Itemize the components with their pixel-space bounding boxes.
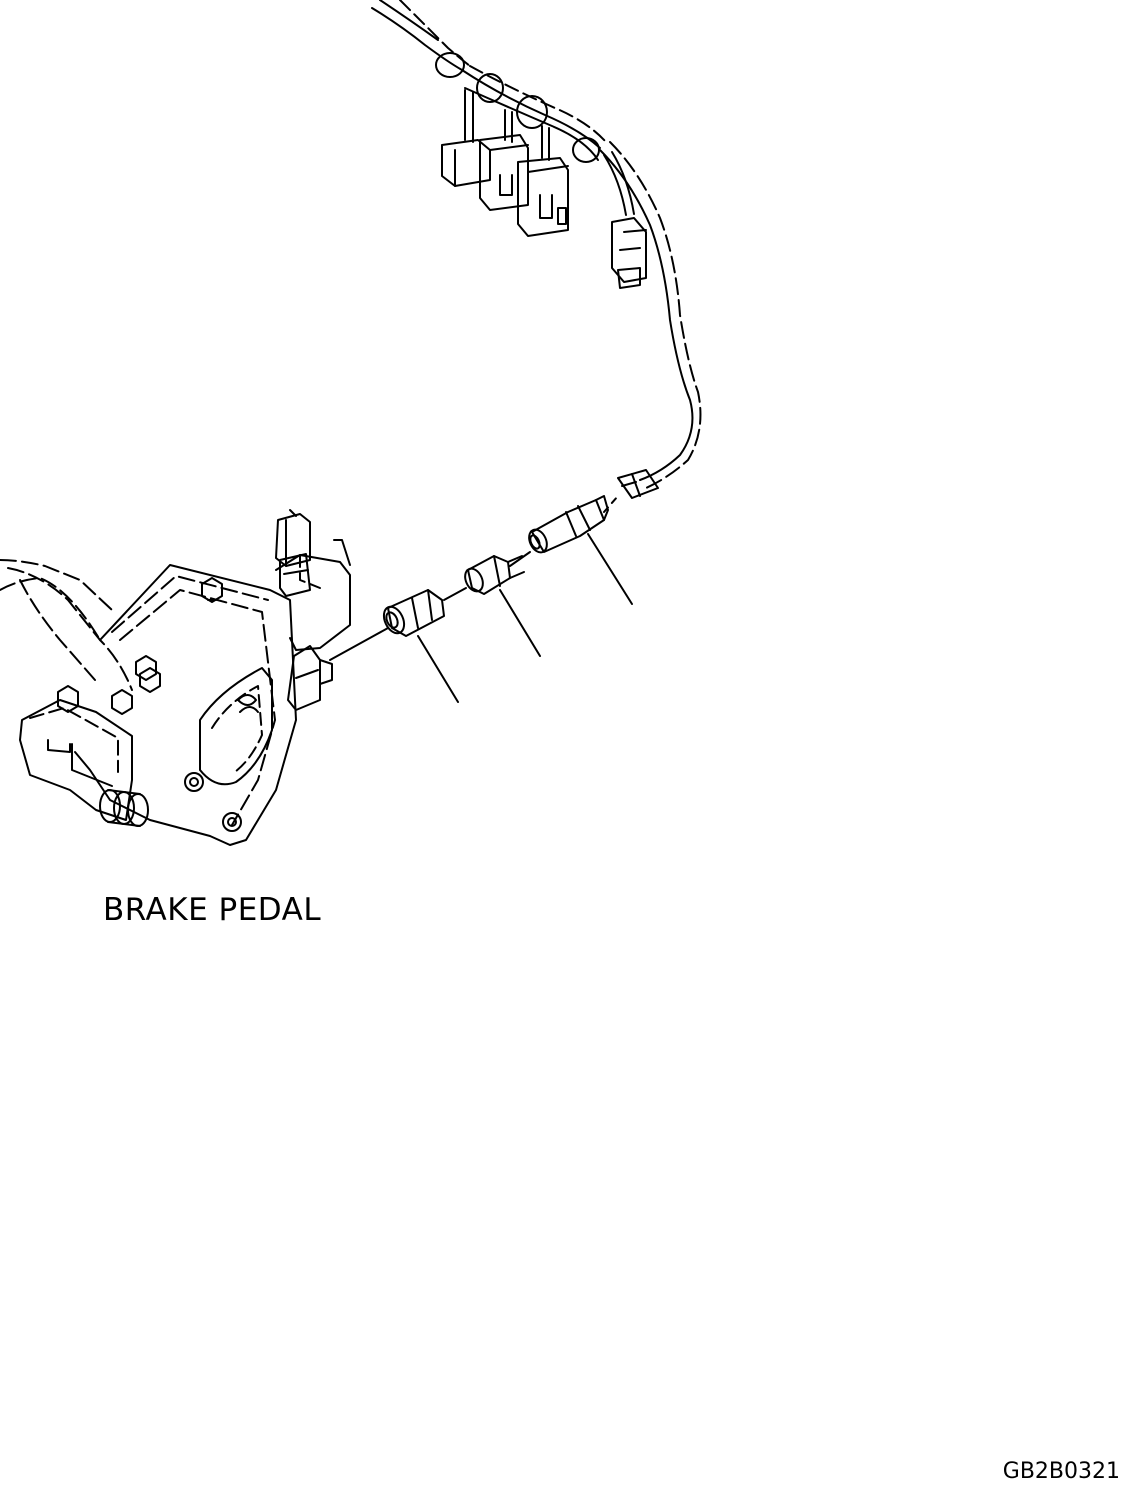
- drawing-code: GB2B0321: [1002, 1459, 1120, 1484]
- brake-pedal-assembly: [0, 510, 350, 845]
- leader-lines: [418, 534, 632, 702]
- adjuster-knob: [100, 790, 148, 826]
- assembly-label: BRAKE PEDAL: [103, 892, 322, 928]
- assembly-axis: [330, 628, 388, 660]
- stop-lamp-switch: [276, 510, 310, 596]
- bolt: [185, 773, 203, 791]
- bolt: [112, 690, 132, 714]
- harness-connector-sensor: [618, 470, 658, 498]
- bolt: [140, 668, 160, 692]
- harness-inline-connector: [612, 218, 646, 288]
- adapter-fitting: [462, 556, 524, 594]
- harness-connector: [442, 135, 568, 236]
- wiring-harness: [372, 0, 700, 488]
- bolt: [223, 813, 241, 831]
- bolt: [202, 578, 222, 602]
- assembly-axis: [510, 552, 530, 566]
- pressure-switch: [526, 496, 618, 555]
- tee-fitting: [380, 590, 444, 636]
- assembly-axis: [444, 588, 466, 600]
- bolt: [58, 686, 78, 712]
- bolt: [136, 656, 156, 680]
